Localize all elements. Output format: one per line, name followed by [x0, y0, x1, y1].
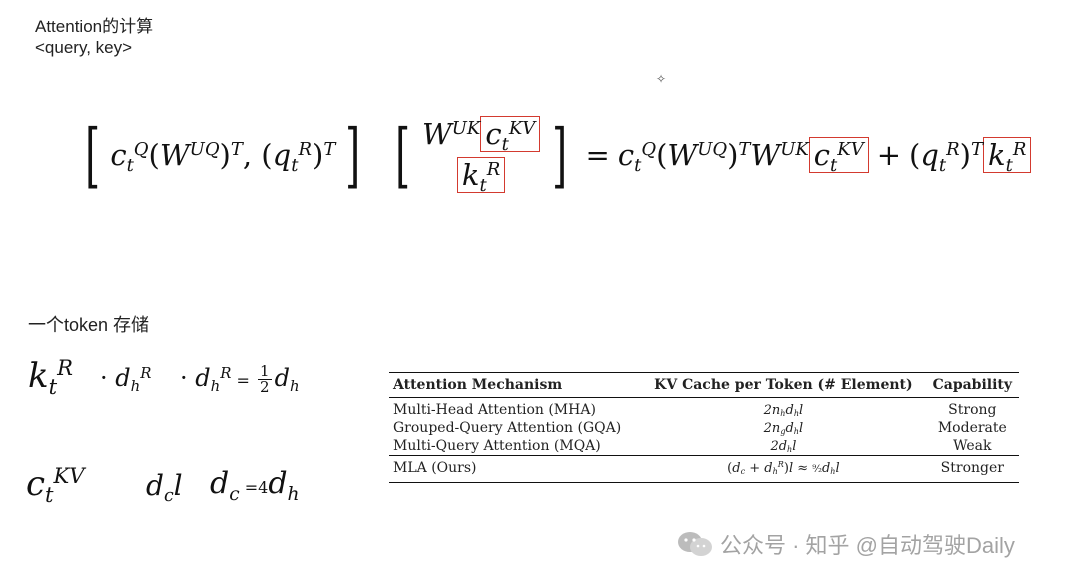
table-cell: MLA (Ours): [389, 455, 642, 483]
table-cell: Strong: [948, 402, 997, 418]
table-cell: Multi-Head Attention (MHA): [393, 402, 596, 418]
storage-dhr: · dhR: [100, 363, 152, 396]
page-subtitle: <query, key>: [35, 38, 133, 57]
storage-dc-formula: dc =4dh: [210, 466, 300, 505]
page-title: Attention的计算: [35, 17, 154, 36]
table-header-row: Attention Mechanism KV Cache per Token (…: [389, 372, 1019, 398]
highlight-box: ctKV: [808, 137, 869, 175]
highlight-box: ktR: [983, 137, 1032, 175]
table-cell: 2ngdhl: [763, 420, 804, 437]
cursor-icon: ✧: [656, 72, 667, 86]
wechat-logo-icon: [678, 532, 712, 556]
table-header: KV Cache per Token (# Element): [641, 372, 926, 398]
plus-sign: +: [876, 138, 901, 172]
table-header: Attention Mechanism: [389, 372, 642, 398]
storage-kr: ktR: [28, 355, 73, 400]
storage-dcl: dcl: [146, 469, 183, 507]
table-cell: 2nhdhl: [763, 402, 804, 419]
table-cell: 2dhl: [770, 438, 797, 455]
equals-sign: =: [585, 138, 610, 172]
table-cell: Multi-Query Attention (MQA): [393, 438, 601, 454]
watermark-text: 公众号 · 知乎 @自动驾驶Daily: [720, 533, 1015, 558]
table-header: Capability: [925, 372, 1019, 398]
left-bracket-key: [: [394, 114, 410, 196]
storage-ckv: ctKV: [26, 463, 85, 508]
storage-label: 一个token 存储: [28, 315, 150, 335]
table-cell: Stronger: [925, 455, 1019, 483]
right-bracket-key: ]: [552, 114, 568, 196]
kv-cache-table: Attention Mechanism KV Cache per Token (…: [389, 372, 1019, 483]
highlight-box: ctKV: [480, 116, 541, 154]
table-cell: Weak: [953, 438, 992, 454]
left-bracket: [: [85, 114, 101, 196]
watermark: 公众号 · 知乎 @自动驾驶Daily: [676, 528, 1015, 560]
table-row: Multi-Query Attention (MQA) 2dhl Weak: [389, 437, 1019, 456]
table-row: MLA (Ours) (dc + dhR)l ≈ ⁹⁄₂dhl Stronger: [389, 455, 1019, 483]
query-term: ctQ(WUQ)T, (qtR)T: [110, 138, 336, 177]
table-cell: Grouped-Query Attention (GQA): [393, 420, 622, 436]
table-row: Multi-Head Attention (MHA) 2nhdhl Strong: [389, 398, 1019, 420]
table-cell: Moderate: [937, 420, 1007, 436]
table-cell: (dc + dhR)l ≈ ⁹⁄₂dhl: [641, 455, 926, 483]
right-bracket: ]: [345, 114, 361, 196]
highlight-box: ktR: [456, 157, 506, 195]
table-row: Grouped-Query Attention (GQA) 2ngdhl Mod…: [389, 419, 1019, 437]
